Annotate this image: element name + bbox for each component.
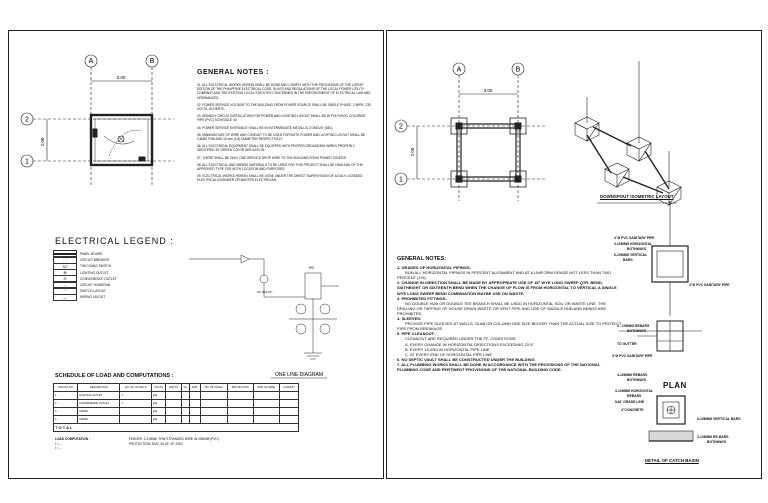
label-concrete: 4"CONCRETE <box>621 408 644 412</box>
floor-plan <box>89 113 154 167</box>
one-line-diagram <box>189 254 339 360</box>
label-rebars-2: 4-10MMØ REBARS <box>617 373 648 377</box>
label-bothways: BOTHWAYS <box>627 247 647 251</box>
plan-title: PLAN <box>663 381 687 390</box>
catch-basin-section <box>619 201 702 442</box>
label-bothways-3: BOTHWAYS <box>627 378 647 382</box>
schedule-title: SCHEDULE OF LOAD AND COMPUTATIONS : <box>55 373 174 379</box>
dim-vertical: 2.00 <box>40 137 45 146</box>
foundation-plan <box>450 117 527 188</box>
note-item: 06. ALL ELECTRICAL EQUIPMENT SHALL BE EQ… <box>197 144 355 153</box>
note-item: 07. THERE SHALL BE ONLY ONE SERVICE DROP… <box>197 155 348 160</box>
catch-basin-title: DETAIL OF CATCH BASIN <box>645 458 699 463</box>
note-item: 02. POWER SERVICE VOLTAGE TO THE BUILDIN… <box>197 102 371 112</box>
note-item: 05. MINIMUM SIZE OF WIRE AND CONDUIT TO … <box>197 132 366 142</box>
general-notes-list: 01. ALL ELECTRICAL WORKS HEREIN SHALL BE… <box>197 83 372 186</box>
note-item: 1. GRADES OF HORIZONTAL PIPINGS:RUN ALL … <box>397 265 612 281</box>
feeder-info: FEEDER: 2-3.5MM² THW STRANDED WIRE IN 20… <box>129 437 219 446</box>
grid-label-2: 2 <box>399 124 403 131</box>
general-notes-title: GENERAL NOTES : <box>197 69 269 76</box>
note-item: 09. ELECTRICAL WORKS HEREIN SHALL BE DON… <box>197 174 363 183</box>
note-item: C. AT EVERY END OF HORIZONTAL PIPE LINE <box>405 351 493 357</box>
label-bars: BARS <box>623 258 633 262</box>
label-grade-line: NAT. GRADE LINE <box>615 400 645 404</box>
grid-label-a: A <box>457 67 462 74</box>
isometric-title: DOWNSPOUT ISOMETRIC LAYOUT <box>600 194 674 199</box>
label-pvc-pipe: 4"Ø PVC SANITARY PIPE <box>614 236 655 240</box>
label-horizontal-2: 3-10MMØ HORIZONTAL <box>615 389 653 393</box>
note-item: 3. PROHIBITED FITTINGS:NO DOUBLE HUB OR … <box>397 295 607 316</box>
downspout-isometric <box>574 61 682 206</box>
load-computation: LOAD COMPUTATION : I = ... I = ... <box>55 437 91 450</box>
wiring-layout-symbol: — <box>53 293 77 302</box>
label-horizontal: 3-10MMØ HORIZONTAL <box>614 242 652 246</box>
dim-horizontal: 3.00 <box>117 75 126 80</box>
label-to-gutter: TO GUTTER <box>617 342 637 346</box>
grid-label-2: 2 <box>25 117 29 124</box>
label-rebars-4: 3-10MMØ RE-BARS <box>697 435 729 439</box>
note-item: 4. SLEEVES:PROVIDE PIPE SLEEVES AT WALLS… <box>397 316 622 332</box>
grid-label-1: 1 <box>399 177 403 184</box>
note-item: 7. ALL PLUMBING WORKS SHALL BE DONE IN A… <box>397 361 601 372</box>
plumbing-drawings: A B 2 1 3.00 2.00 <box>394 61 702 442</box>
plumbing-notes-title: GENERAL NOTES: <box>397 256 447 262</box>
label-rebars: 3 - 10MMØ REBARS <box>617 324 650 328</box>
label-bothways-4: BOTHWAYS <box>707 440 727 444</box>
legend-title: ELECTRICAL LEGEND : <box>55 236 174 246</box>
grid-label-1: 1 <box>25 159 29 166</box>
plumbing-sheet: A B 2 1 3.00 2.00 <box>386 30 762 479</box>
note-item: 5. PIPE CLEANOUT:CLEANOUT ARE REQUIRED U… <box>397 331 517 342</box>
label-rebars-3: REBARS <box>627 394 642 398</box>
table-total-row: T O T A L <box>53 423 299 432</box>
grid-label-b: B <box>516 67 521 74</box>
grid-label-a: A <box>89 58 94 65</box>
schedule-table: CIRCUIT NO. DESCRIPTION NO. OF OUTLETS V… <box>52 383 300 432</box>
note-item: B. EVERY 15.00M IN HORIZONTAL PIPE LINE <box>405 346 490 352</box>
dim-vertical: 2.00 <box>410 147 415 156</box>
note-item: 08. ALL ELECTRICAL AND WIRING MATERIALS … <box>197 162 363 172</box>
grid-label-b: B <box>150 58 155 65</box>
label-pvc-pipe-3: 3"Ø PVC SANITARY PIPE <box>612 354 653 358</box>
label-vertical: 6-10MMØ VERTICAL <box>614 253 647 257</box>
label-vertical-2: 6-10MMØ VERTICAL BARS <box>697 417 741 421</box>
note-item: 2. CHANGE IN DIRECTION SHALL BE MADE BY … <box>397 280 617 296</box>
label-bothways-2: BOTHWAYS <box>627 329 647 333</box>
note-item: A. EVERY CHANGE IN HORIZONTAL DIRECTIONS… <box>405 341 535 347</box>
one-line-title: ONE LINE DIAGRAM <box>275 372 323 378</box>
label-pvc-pipe-2: 4"Ø PVC SANITARY PIPE <box>689 283 730 287</box>
note-item: 04. POWER SERVICE ENTRANCE SHALL BE IN I… <box>197 125 334 130</box>
note-item: 01. ALL ELECTRICAL WORKS HEREIN SHALL BE… <box>197 83 371 100</box>
electrical-sheet: A B 2 1 3.00 2.00 <box>8 30 384 479</box>
legend-row: —WIRING LAYOUT <box>53 293 117 302</box>
note-item: 6. NO SEPTIC VAULT SHALL BE CONSTRUCTED … <box>397 356 536 362</box>
panel-label: PB <box>309 266 314 270</box>
plumbing-general-notes: GENERAL NOTES: 1. GRADES OF HORIZONTAL P… <box>397 256 622 372</box>
electrical-drawings: A B 2 1 3.00 2.00 <box>20 54 339 379</box>
table-header-row: CIRCUIT NO. DESCRIPTION NO. OF OUTLETS V… <box>52 383 300 392</box>
dim-horizontal: 3.00 <box>484 88 493 93</box>
note-item: 03. BRANCH CIRCUIT INSTALLATION FOR POWE… <box>197 114 366 123</box>
one-line-label: AC 30A 2P ... <box>257 290 275 294</box>
